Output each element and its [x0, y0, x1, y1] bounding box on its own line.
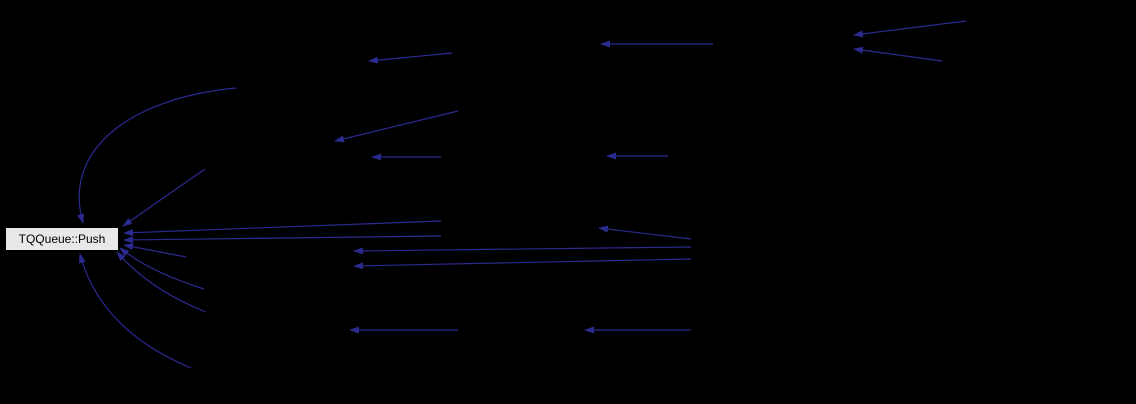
graph-edge: [853, 46, 943, 62]
graph-edges-layer: [77, 20, 967, 369]
graph-edge: [77, 87, 237, 224]
graph-edge: [122, 168, 206, 227]
graph-edge: [123, 243, 187, 258]
graph-node-label: TQQueue::Push: [18, 232, 106, 246]
graph-edge: [598, 225, 692, 240]
graph-edge: [353, 258, 692, 270]
graph-edge: [123, 235, 442, 244]
graph-edge: [119, 247, 205, 290]
graph-edge: [853, 20, 967, 38]
graph-edge: [78, 253, 192, 369]
graph-edge: [334, 110, 459, 143]
graph-edge: [116, 251, 207, 313]
graph-edge: [368, 52, 453, 64]
graph-node-tqqueue-push[interactable]: TQQueue::Push: [5, 227, 119, 251]
graph-edge: [353, 246, 692, 255]
graph-edge: [123, 220, 442, 237]
